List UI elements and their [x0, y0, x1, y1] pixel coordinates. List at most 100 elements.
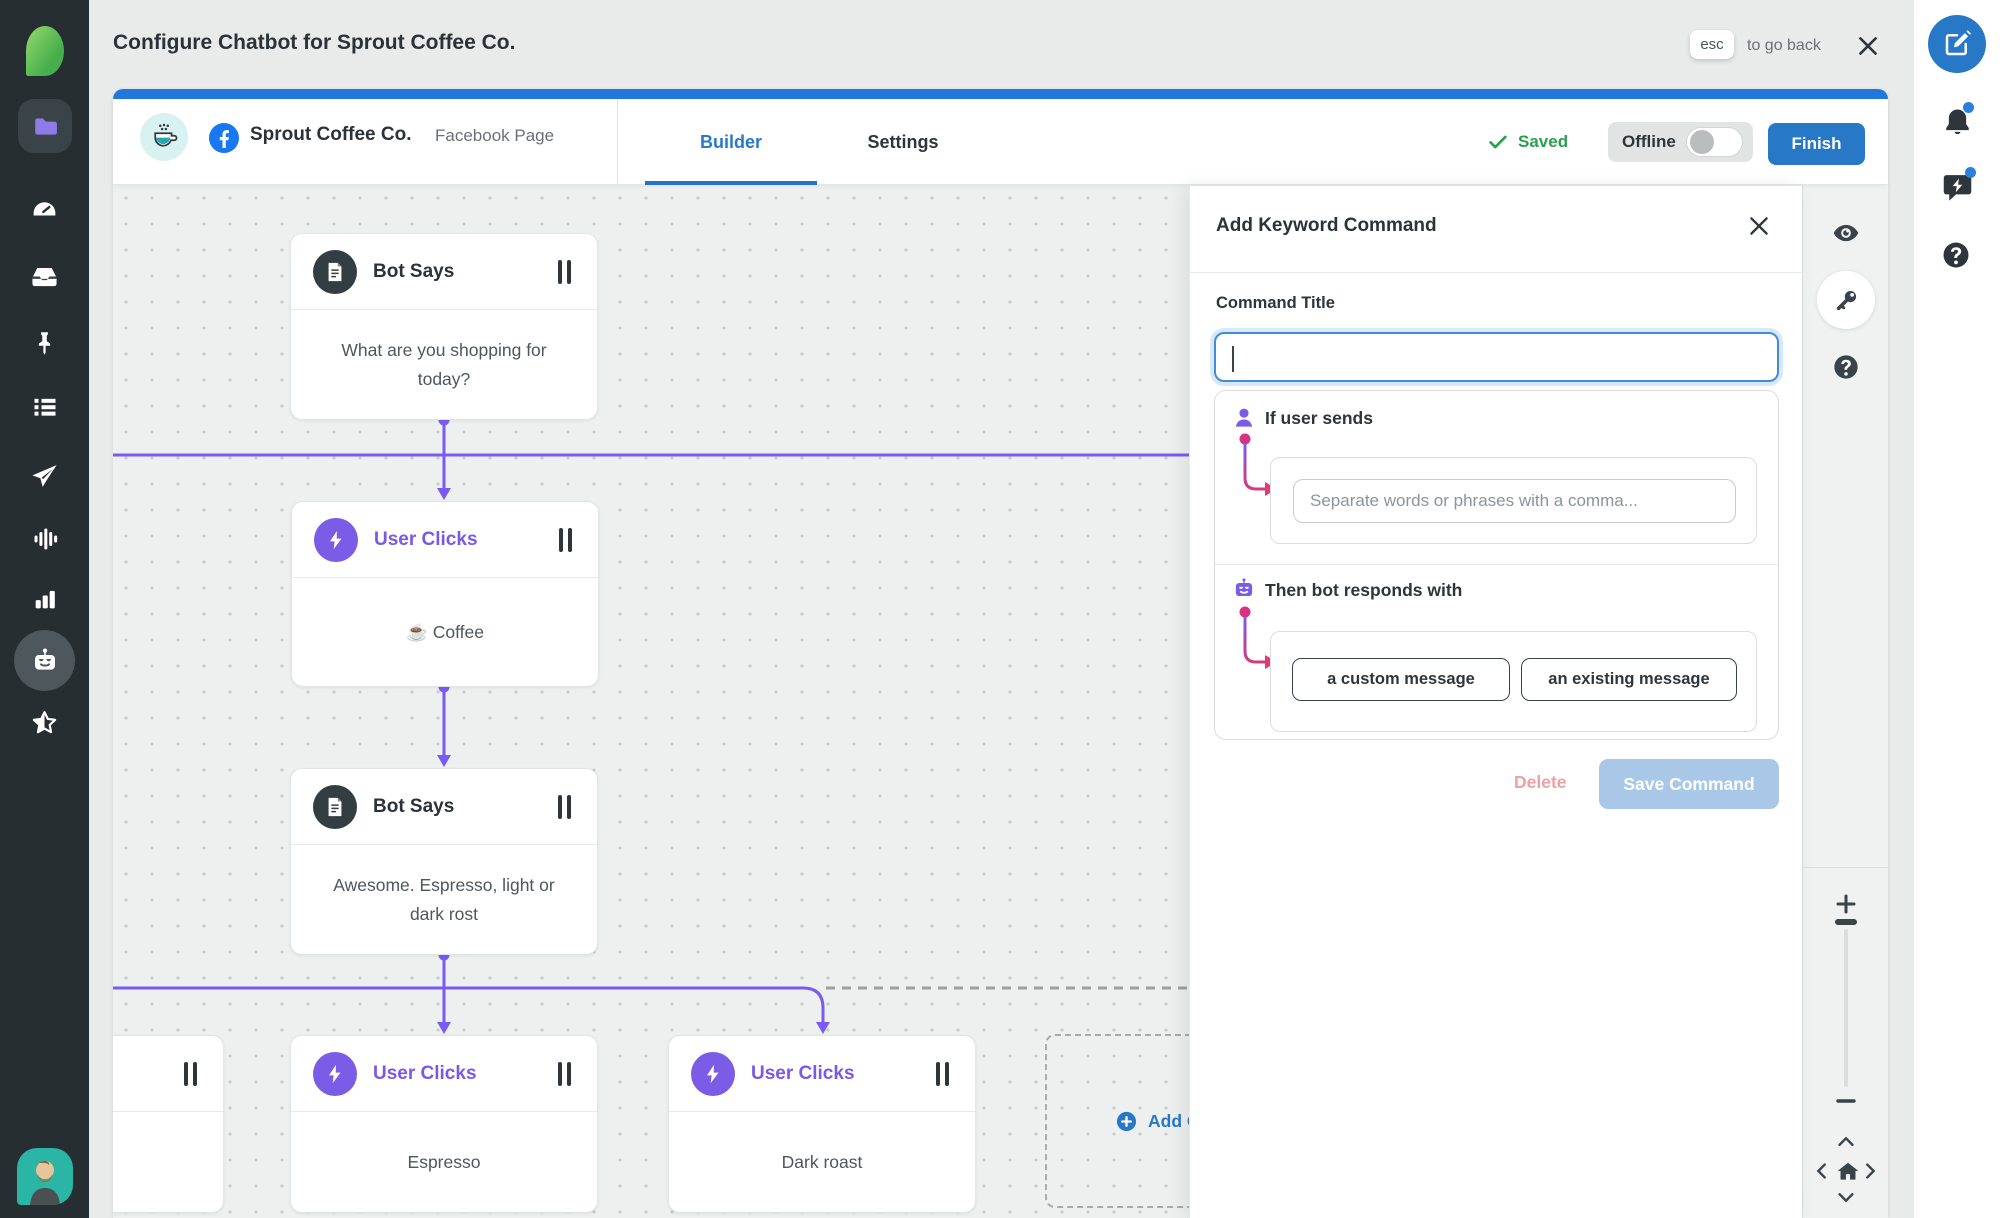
zoom-in-button[interactable] — [1834, 892, 1858, 916]
compose-button[interactable] — [1928, 15, 1986, 73]
zoom-out-button[interactable] — [1835, 1093, 1857, 1109]
pan-left-button[interactable] — [1811, 1160, 1833, 1182]
command-title-input[interactable] — [1214, 332, 1779, 382]
sidebar-item-reviews[interactable] — [30, 708, 59, 737]
bullet-list-icon — [34, 398, 55, 416]
person-icon — [1235, 408, 1253, 427]
bot-message-icon — [313, 249, 357, 294]
drag-handle-icon[interactable] — [559, 527, 572, 552]
sidebar-item-bot-builder[interactable] — [14, 630, 75, 691]
robot-icon — [1235, 578, 1253, 597]
builder-card: Sprout Coffee Co. Facebook Page Builder … — [113, 89, 1889, 1218]
sidebar-item-plan[interactable] — [18, 99, 72, 153]
custom-message-button[interactable]: a custom message — [1292, 658, 1510, 701]
brand-name: Sprout Coffee Co. — [250, 124, 412, 145]
panel-divider — [1190, 272, 1803, 273]
text-cursor — [1232, 346, 1234, 372]
sidebar-item-reports[interactable] — [30, 584, 59, 613]
connector-arrow — [1239, 606, 1277, 669]
node-bot-says-2[interactable]: Bot Says Awesome. Espresso, light or dar… — [290, 768, 598, 955]
node-body-text: Espresso — [407, 1152, 481, 1173]
keyword-rule-card: If user sends Then bot responds with — [1214, 390, 1779, 740]
keyword-commands-button[interactable] — [1817, 271, 1875, 329]
assist-button[interactable] — [1941, 167, 1976, 204]
drag-handle-icon[interactable] — [184, 1061, 197, 1086]
pan-down-button[interactable] — [1835, 1186, 1857, 1208]
help-button[interactable] — [1832, 353, 1860, 381]
folder-icon — [35, 118, 57, 135]
lightning-icon — [691, 1051, 735, 1096]
zoom-slider-handle[interactable] — [1835, 919, 1857, 925]
close-page-button[interactable] — [1855, 33, 1881, 59]
rule-divider — [1215, 564, 1778, 565]
sidebar-item-publish[interactable] — [30, 461, 59, 490]
home-icon — [1837, 1162, 1859, 1180]
sprout-logo-icon — [26, 26, 64, 76]
zoom-slider-track[interactable] — [1844, 929, 1848, 1087]
node-bot-says-1[interactable]: Bot Says What are you shopping for today… — [290, 233, 598, 420]
pan-up-button[interactable] — [1835, 1131, 1857, 1153]
tab-settings[interactable]: Settings — [867, 131, 939, 152]
user-avatar[interactable] — [17, 1148, 73, 1205]
avatar-photo — [30, 1161, 60, 1205]
key-icon — [1836, 290, 1856, 310]
plus-circle-icon — [1116, 1111, 1137, 1131]
chevron-left-icon — [1816, 1163, 1826, 1179]
robot-icon — [34, 647, 55, 670]
node-user-clicks-espresso[interactable]: User Clicks Espresso — [290, 1035, 598, 1213]
finish-button[interactable]: Finish — [1768, 123, 1865, 165]
save-command-button[interactable]: Save Command — [1599, 759, 1779, 809]
panel-close-button[interactable] — [1746, 213, 1772, 239]
waveform-icon — [34, 528, 57, 549]
drag-handle-icon[interactable] — [558, 1061, 571, 1086]
if-user-sends-box — [1270, 457, 1757, 544]
chevron-down-icon — [1838, 1193, 1854, 1203]
sidebar-item-lists[interactable] — [30, 392, 59, 421]
offline-toggle-group: Offline — [1608, 122, 1753, 162]
tab-builder[interactable]: Builder — [699, 131, 762, 152]
node-header — [113, 1036, 223, 1112]
drag-handle-icon[interactable] — [936, 1061, 949, 1086]
star-half-icon — [32, 710, 57, 733]
notification-dot — [1963, 102, 1974, 113]
add-command-label: Add C — [1148, 1110, 1200, 1131]
recenter-home-button[interactable] — [1835, 1159, 1859, 1183]
drag-handle-icon[interactable] — [558, 259, 571, 284]
brand-type: Facebook Page — [435, 126, 555, 145]
saved-label: Saved — [1518, 132, 1569, 151]
rail-divider — [1803, 867, 1889, 868]
node-user-clicks-darkroast[interactable]: User Clicks Dark roast — [668, 1035, 976, 1213]
node-header: Bot Says — [291, 234, 597, 310]
sidebar-item-inbox[interactable] — [30, 262, 59, 291]
page-title: Configure Chatbot for Sprout Coffee Co. — [113, 31, 516, 54]
saved-status: Saved — [1487, 99, 1568, 185]
existing-message-button[interactable]: an existing message — [1521, 658, 1737, 701]
coffee-cup-icon — [154, 123, 178, 147]
notifications-button[interactable] — [1941, 102, 1974, 139]
brand-avatar — [140, 113, 188, 161]
card-accent-bar — [113, 89, 1888, 99]
inbox-tray-icon — [32, 268, 57, 287]
assist-bubble-icon — [1943, 175, 1972, 201]
pushpin-icon — [38, 332, 51, 355]
offline-toggle[interactable] — [1685, 127, 1743, 157]
node-partial[interactable] — [113, 1035, 224, 1213]
node-title: User Clicks — [374, 528, 478, 550]
delete-button[interactable]: Delete — [1508, 771, 1573, 794]
right-sidebar — [1913, 0, 2000, 1218]
node-user-clicks-coffee[interactable]: User Clicks ☕ Coffee — [291, 501, 599, 687]
node-body-text: Dark roast — [781, 1152, 863, 1173]
pan-right-button[interactable] — [1859, 1160, 1881, 1182]
preview-button[interactable] — [1832, 219, 1860, 247]
sidebar-item-pinned[interactable] — [30, 329, 59, 358]
offline-label: Offline — [1622, 132, 1676, 151]
sidebar-item-listening[interactable] — [30, 524, 59, 553]
sidebar-item-dashboard[interactable] — [30, 195, 59, 224]
drag-handle-icon[interactable] — [558, 794, 571, 819]
command-title-label: Command Title — [1216, 294, 1335, 312]
keywords-input[interactable] — [1293, 479, 1736, 523]
panel-title: Add Keyword Command — [1216, 215, 1437, 236]
support-button[interactable] — [1941, 240, 1974, 273]
dashboard-gauge-icon — [33, 202, 56, 216]
node-body-text — [113, 1112, 223, 1213]
